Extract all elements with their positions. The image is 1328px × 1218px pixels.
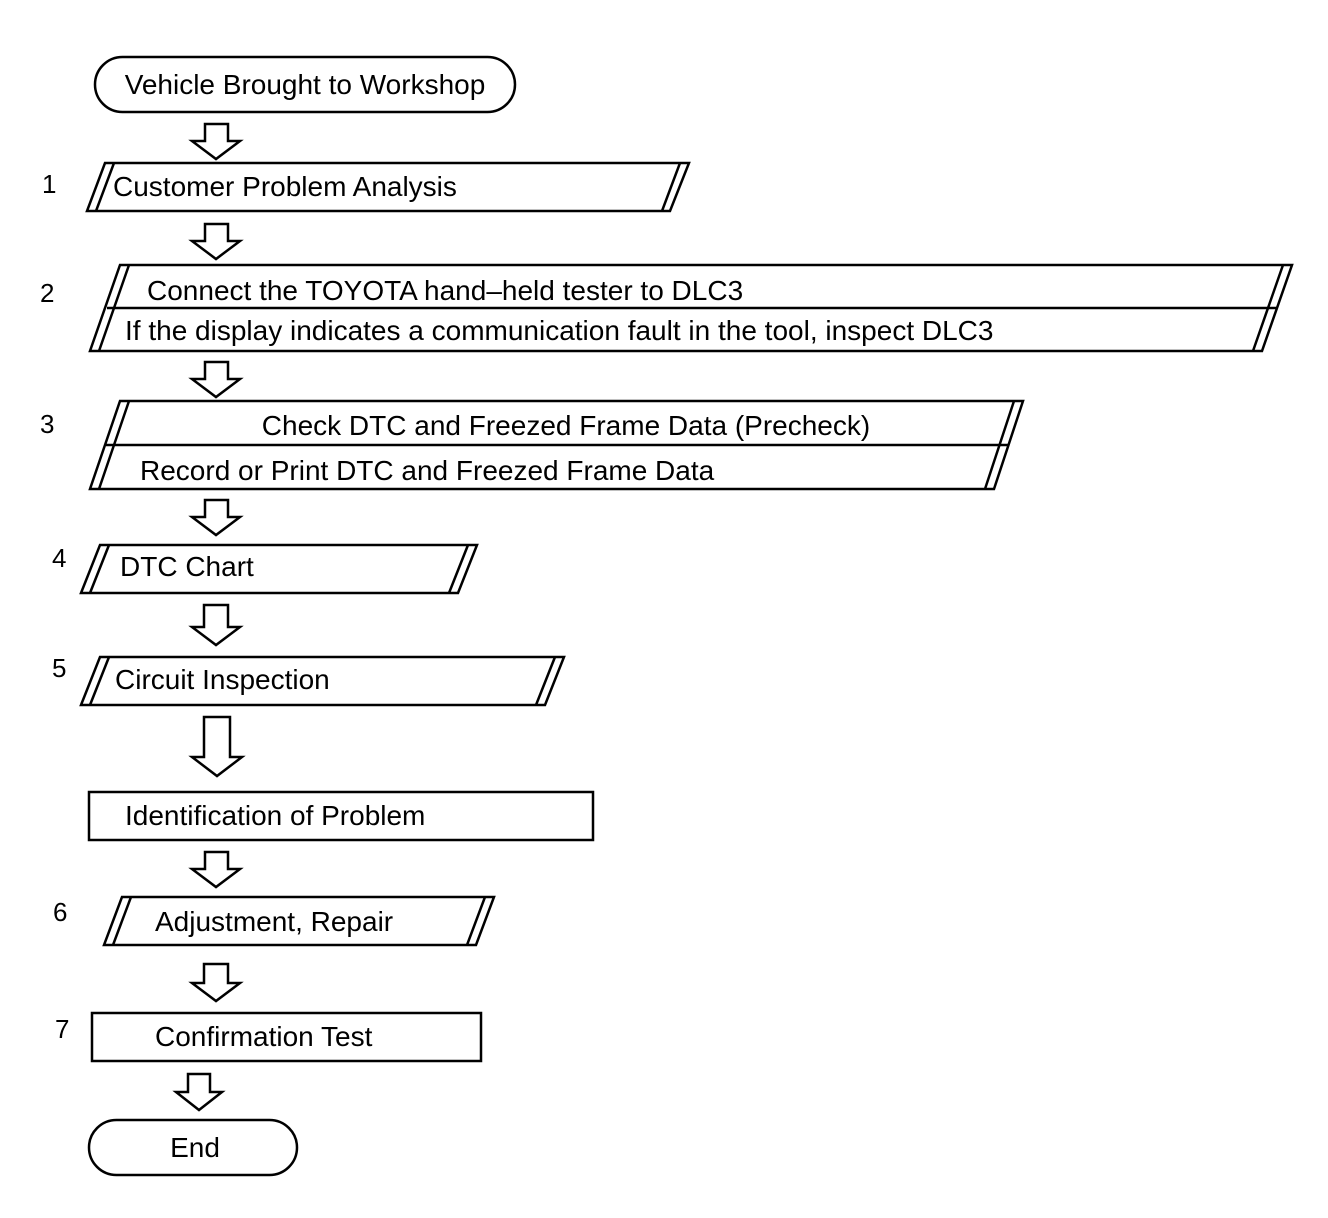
- identification-box: [87, 790, 595, 842]
- step-6-label: Adjustment, Repair: [155, 906, 393, 937]
- flow-arrow: [188, 360, 244, 399]
- step-number: 6: [53, 897, 67, 927]
- flow-arrow: [172, 1072, 226, 1112]
- step-number: 5: [52, 653, 66, 683]
- step-2-label-line-1: Connect the TOYOTA hand–held tester to D…: [147, 275, 743, 306]
- step-1-box: [85, 161, 691, 213]
- end-terminator: [87, 1118, 299, 1177]
- start-terminator: [93, 55, 517, 114]
- step-3-label-line-2: Record or Print DTC and Freezed Frame Da…: [140, 455, 715, 486]
- start-label: Vehicle Brought to Workshop: [125, 69, 486, 100]
- flow-arrow: [188, 962, 244, 1003]
- step-number: 2: [40, 278, 54, 308]
- step-number: 4: [52, 543, 66, 573]
- step-5-box: [79, 655, 566, 707]
- step-2-label-line-2: If the display indicates a communication…: [125, 315, 993, 346]
- flow-arrow: [188, 122, 244, 161]
- step-1-label: Customer Problem Analysis: [113, 171, 457, 202]
- step-3-label-line-1: Check DTC and Freezed Frame Data (Preche…: [262, 410, 870, 441]
- step-4-label: DTC Chart: [120, 551, 254, 582]
- end-label: End: [170, 1132, 220, 1163]
- flow-arrow: [188, 222, 244, 261]
- step-number: 3: [40, 409, 54, 439]
- flow-arrow: [188, 850, 244, 889]
- step-7-box: [90, 1011, 483, 1063]
- step-3-box: [88, 399, 1025, 491]
- identification-label: Identification of Problem: [125, 800, 425, 831]
- step-number: 7: [55, 1014, 69, 1044]
- step-2-box: [88, 263, 1294, 353]
- step-4-box: [79, 543, 479, 595]
- flow-arrow: [188, 603, 244, 647]
- step-5-label: Circuit Inspection: [115, 664, 330, 695]
- flow-arrow: [188, 715, 246, 778]
- step-6-box: [102, 895, 496, 947]
- step-number: 1: [42, 169, 56, 199]
- flow-arrow: [188, 498, 244, 537]
- step-7-label: Confirmation Test: [155, 1021, 373, 1052]
